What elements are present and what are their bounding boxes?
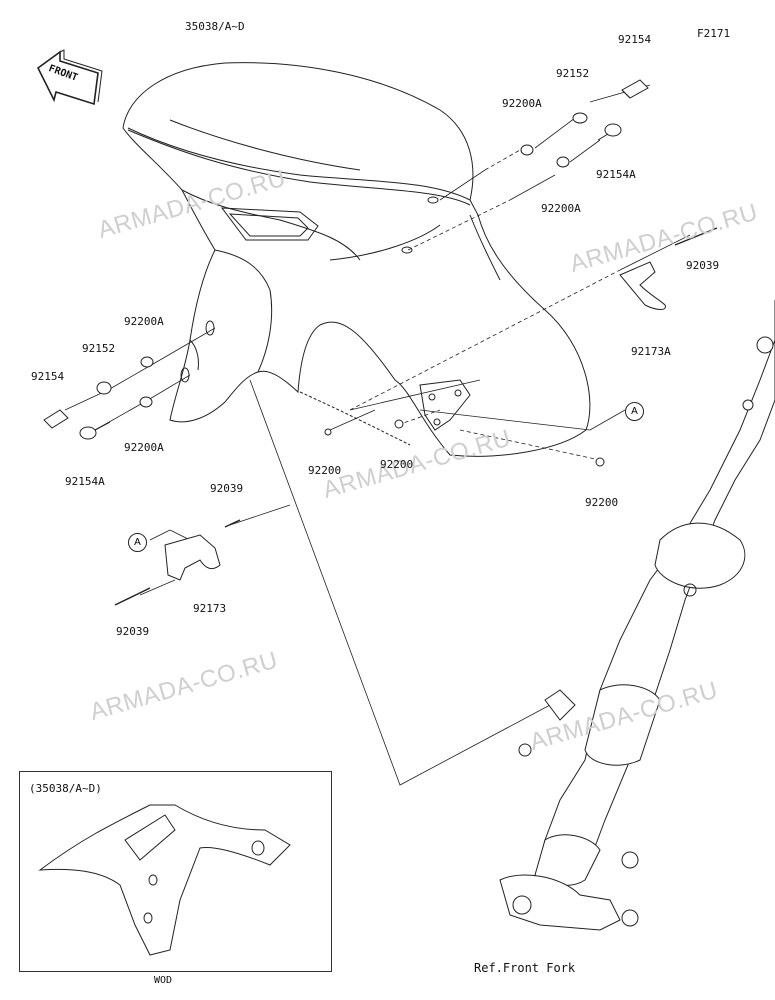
bolt-92154a-top-icon	[597, 123, 622, 141]
part-label-washer-top: 92152	[556, 67, 590, 80]
clamp-92173-icon	[114, 519, 241, 606]
callout-a-right: A	[625, 402, 644, 421]
part-label-pin-right: 92039	[686, 259, 720, 272]
part-label-clamp-right: 92173A	[631, 345, 671, 358]
part-label-grommet-top-b: 92200A	[541, 202, 581, 215]
part-label-grommet-top-a: 92200A	[502, 97, 542, 110]
part-label-clamp-left: 92173	[193, 602, 227, 615]
part-label-grommet-right: 92200	[585, 496, 619, 509]
part-label-grommet-mid-2: 92200	[380, 458, 414, 471]
grommet-92200-mid2-icon	[394, 419, 404, 429]
front-arrow-icon	[36, 49, 103, 106]
part-label-grommet-mid-1: 92200	[308, 464, 342, 477]
front-fork-drawing	[499, 300, 775, 931]
grommet-92200a-top2-icon	[556, 156, 570, 168]
washer-92152-left-icon	[96, 381, 112, 395]
part-label-bolt-top: 92154	[618, 33, 652, 46]
grommet-92200a-left2-icon	[139, 396, 153, 408]
bolt-92154-left-icon	[43, 409, 69, 429]
part-label-pin-left-top: 92039	[210, 482, 244, 495]
diagram-code: F2171	[697, 27, 731, 40]
part-label-grommet-left-b: 92200A	[124, 441, 164, 454]
part-label-bolt-left: 92154	[31, 370, 65, 383]
inset-caption: WOD	[154, 975, 173, 986]
grommet-92200-mid1-icon	[324, 428, 332, 436]
callout-a-left: A	[128, 533, 147, 552]
washer-92152-top-icon	[572, 112, 588, 124]
bolt-92154-top-icon	[621, 79, 649, 99]
ref-front-fork-label: Ref.Front Fork	[474, 961, 576, 975]
variant-inset-box	[19, 771, 332, 972]
grommet-92200-right-icon	[595, 457, 605, 467]
part-label-bolt-a-top: 92154A	[596, 168, 636, 181]
clamp-92173a-icon	[619, 227, 718, 310]
part-label-pin-left-bottom: 92039	[116, 625, 150, 638]
inset-title: (35038/A~D)	[29, 782, 102, 795]
part-label-grommet-left-a: 92200A	[124, 315, 164, 328]
part-label-fender: 35038/A~D	[185, 20, 245, 33]
part-label-bolt-a-left: 92154A	[65, 475, 105, 488]
front-fender-drawing	[122, 62, 591, 457]
grommet-92200a-left-icon	[140, 356, 154, 368]
bolt-92154a-left-icon	[79, 421, 111, 440]
grommet-92200a-top-icon	[520, 144, 534, 156]
part-label-washer-left: 92152	[82, 342, 116, 355]
inset-fender-drawing	[38, 804, 291, 956]
